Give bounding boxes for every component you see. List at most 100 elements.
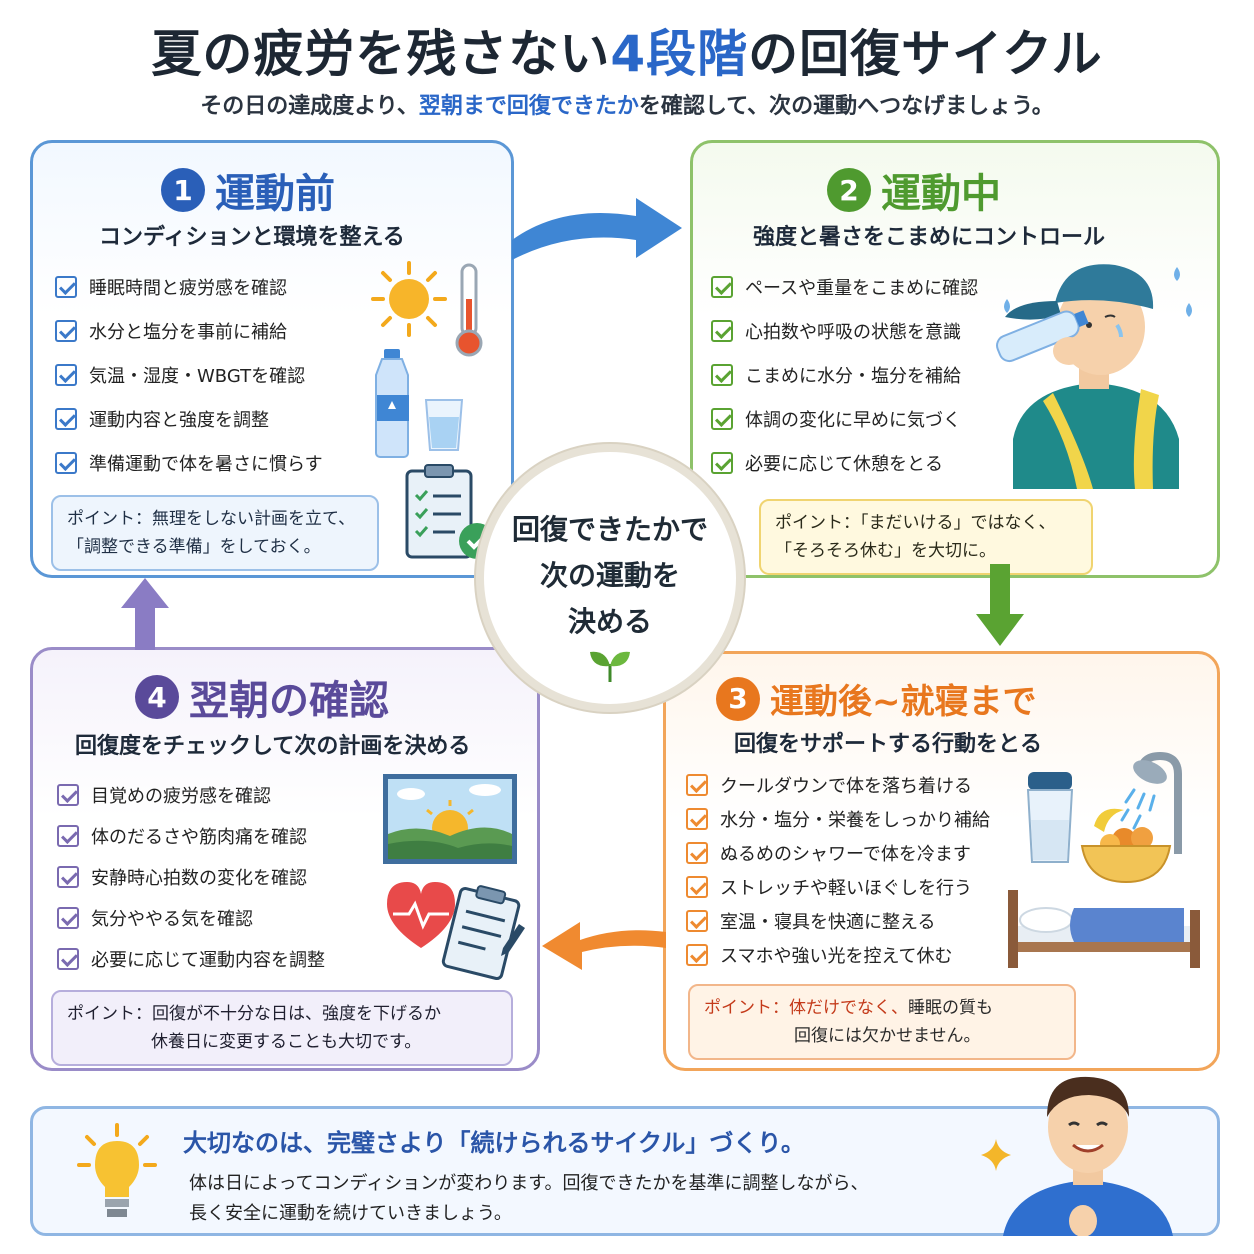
stage4-panel: 4 翌朝の確認 回復度をチェックして次の計画を決める 目覚めの疲労感を確認 体の… (30, 647, 540, 1071)
fruit-bowl-icon (1080, 808, 1172, 884)
stage4-number: 4 (135, 675, 179, 719)
bed-icon (1008, 890, 1200, 968)
point-line: ポイント：回復が不十分な日は、強度を下げるか (67, 1004, 441, 1024)
item-text: 水分・塩分・栄養をしっかり補給 (720, 810, 990, 831)
window-sunrise-icon (383, 774, 517, 864)
check-icon (55, 276, 77, 298)
stage2-title: 運動中 (881, 171, 1001, 217)
bottom-line: 体は日によってコンディションが変わります。回復できたかを基準に調整しながら、 (189, 1173, 869, 1194)
point-line: ポイント：無理をしない計画を立て、 (67, 509, 356, 529)
check-icon (57, 906, 79, 929)
page-subtitle: その日の達成度より、翌朝まで回復できたかを確認して、次の運動へつなげましょう。 (0, 88, 1254, 120)
check-icon (686, 944, 708, 966)
check-icon (55, 364, 77, 386)
stage4-point: ポイント：回復が不十分な日は、強度を下げるか 休養日に変更することも大切です。 (51, 990, 513, 1066)
item-text: 睡眠時間と疲労感を確認 (89, 278, 287, 299)
title-accent: 4段階 (610, 25, 749, 83)
item-text: 室温・寝具を快適に整える (720, 912, 936, 933)
stage3-panel: 3 運動後~就寝まで 回復をサポートする行動をとる クールダウンで体を落ち着ける… (663, 651, 1220, 1071)
arrow-stage4-to-1-icon (121, 578, 169, 650)
stage1-number: 1 (161, 168, 205, 212)
glass-icon (424, 399, 464, 451)
list-item: 運動内容と強度を調整 (55, 397, 323, 441)
center-line: 決める (567, 605, 652, 638)
center-line: 次の運動を (539, 559, 680, 592)
stage1-list: 睡眠時間と疲労感を確認 水分と塩分を事前に補給 気温・湿度・WBGTを確認 運動… (55, 265, 323, 485)
item-text: 心拍数や呼吸の状態を意識 (745, 322, 961, 343)
item-text: 目覚めの疲労感を確認 (91, 785, 271, 807)
stage3-point: ポイント：体だけでなく、睡眠の質も 回復には欠かせません。 (688, 984, 1076, 1060)
check-icon (711, 452, 733, 474)
stage4-list: 目覚めの疲労感を確認 体のだるさや筋肉痛を確認 安静時心拍数の変化を確認 気分や… (57, 774, 325, 979)
list-item: 気分ややる気を確認 (57, 897, 325, 938)
stage3-list: クールダウンで体を落ち着ける 水分・塩分・栄養をしっかり補給 ぬるめのシャワーで… (686, 768, 990, 972)
item-text: 体調の変化に早めに気づく (745, 410, 961, 431)
sparkle-icon (981, 1139, 1011, 1171)
stage4-header: 4 翌朝の確認 (135, 668, 389, 726)
arrow-stage3-to-4-icon (542, 922, 666, 970)
point-label: ポイント： (704, 998, 789, 1018)
item-text: 気分ややる気を確認 (91, 908, 253, 930)
list-item: 水分と塩分を事前に補給 (55, 309, 323, 353)
list-item: 安静時心拍数の変化を確認 (57, 856, 325, 897)
check-icon (57, 783, 79, 806)
item-text: ストレッチや軽いほぐしを行う (720, 878, 972, 899)
water-bottle-icon (375, 349, 409, 458)
list-item: 準備運動で体を暑さに慣らす (55, 441, 323, 485)
list-item: 心拍数や呼吸の状態を意識 (711, 309, 978, 353)
shower-icon (1120, 751, 1182, 854)
sun-icon (371, 261, 447, 337)
bottom-line: 長く安全に運動を続けていきましょう。 (189, 1203, 512, 1224)
item-text: 準備運動で体を暑さに慣らす (89, 454, 323, 475)
stage2-subtitle: 強度と暑さをこまめにコントロール (753, 225, 1106, 250)
check-icon (686, 808, 708, 830)
subtitle-text: その日の達成度より、 (200, 94, 419, 119)
center-line: 回復できたかで (511, 513, 708, 546)
check-icon (711, 364, 733, 386)
point-line: 休養日に変更することも大切です。 (151, 1032, 422, 1052)
check-icon (711, 276, 733, 298)
point-line: 「そろそろ休む」を大切に。 (775, 541, 996, 561)
list-item: スマホや強い光を控えて休む (686, 938, 990, 972)
list-item: ストレッチや軽いほぐしを行う (686, 870, 990, 904)
list-item: 体調の変化に早めに気づく (711, 397, 978, 441)
item-text: スマホや強い光を控えて休む (720, 946, 953, 967)
stage1-title: 運動前 (215, 171, 335, 217)
item-text: ぬるめのシャワーで体を冷ます (720, 844, 971, 865)
stage3-subtitle: 回復をサポートする行動をとる (734, 732, 1043, 757)
lightbulb-icon (77, 1123, 157, 1217)
stage2-panel: 2 運動中 強度と暑さをこまめにコントロール ペースや重量をこまめに確認 心拍数… (690, 140, 1220, 578)
point-line: 回復には欠かせません。 (794, 1026, 981, 1046)
item-text: こまめに水分・塩分を補給 (745, 366, 961, 387)
list-item: こまめに水分・塩分を補給 (711, 353, 978, 397)
bottom-banner: 大切なのは、完璧さより「続けられるサイクル」づくり。 体は日によってコンディショ… (30, 1076, 1220, 1236)
item-text: 気温・湿度・WBGTを確認 (89, 366, 306, 387)
stage3-number: 3 (716, 676, 760, 721)
check-icon (686, 910, 708, 932)
arrow-stage2-to-3-icon (976, 564, 1024, 646)
subtitle-text-end: を確認して、次の運動へつなげましょう。 (638, 94, 1054, 119)
check-icon (57, 865, 79, 888)
item-text: クールダウンで体を落ち着ける (720, 776, 972, 797)
point-rest: 睡眠の質も (908, 998, 993, 1018)
list-item: 目覚めの疲労感を確認 (57, 774, 325, 815)
stage1-header: 1 運動前 (161, 161, 335, 219)
stage3-header: 3 運動後~就寝まで (716, 674, 1037, 723)
item-text: 体のだるさや筋肉痛を確認 (91, 826, 307, 848)
item-text: 安静時心拍数の変化を確認 (91, 867, 307, 889)
stage1-panel: 1 運動前 コンディションと環境を整える 睡眠時間と疲労感を確認 水分と塩分を事… (30, 140, 514, 578)
item-text: ペースや重量をこまめに確認 (745, 278, 979, 299)
list-item: 睡眠時間と疲労感を確認 (55, 265, 323, 309)
stage1-point: ポイント：無理をしない計画を立て、 「調整できる準備」をしておく。 (51, 495, 379, 571)
list-item: クールダウンで体を落ち着ける (686, 768, 990, 802)
point-accent: 体だけでなく、 (789, 998, 908, 1018)
check-icon (55, 452, 77, 474)
list-item: ペースや重量をこまめに確認 (711, 265, 978, 309)
list-item: 体のだるさや筋肉痛を確認 (57, 815, 325, 856)
item-text: 必要に応じて休憩をとる (745, 454, 943, 475)
check-icon (55, 408, 77, 430)
drinking-man-icon (996, 264, 1192, 489)
list-item: 気温・湿度・WBGTを確認 (55, 353, 323, 397)
list-item: 室温・寝具を快適に整える (686, 904, 990, 938)
list-item: 必要に応じて運動内容を調整 (57, 938, 325, 979)
